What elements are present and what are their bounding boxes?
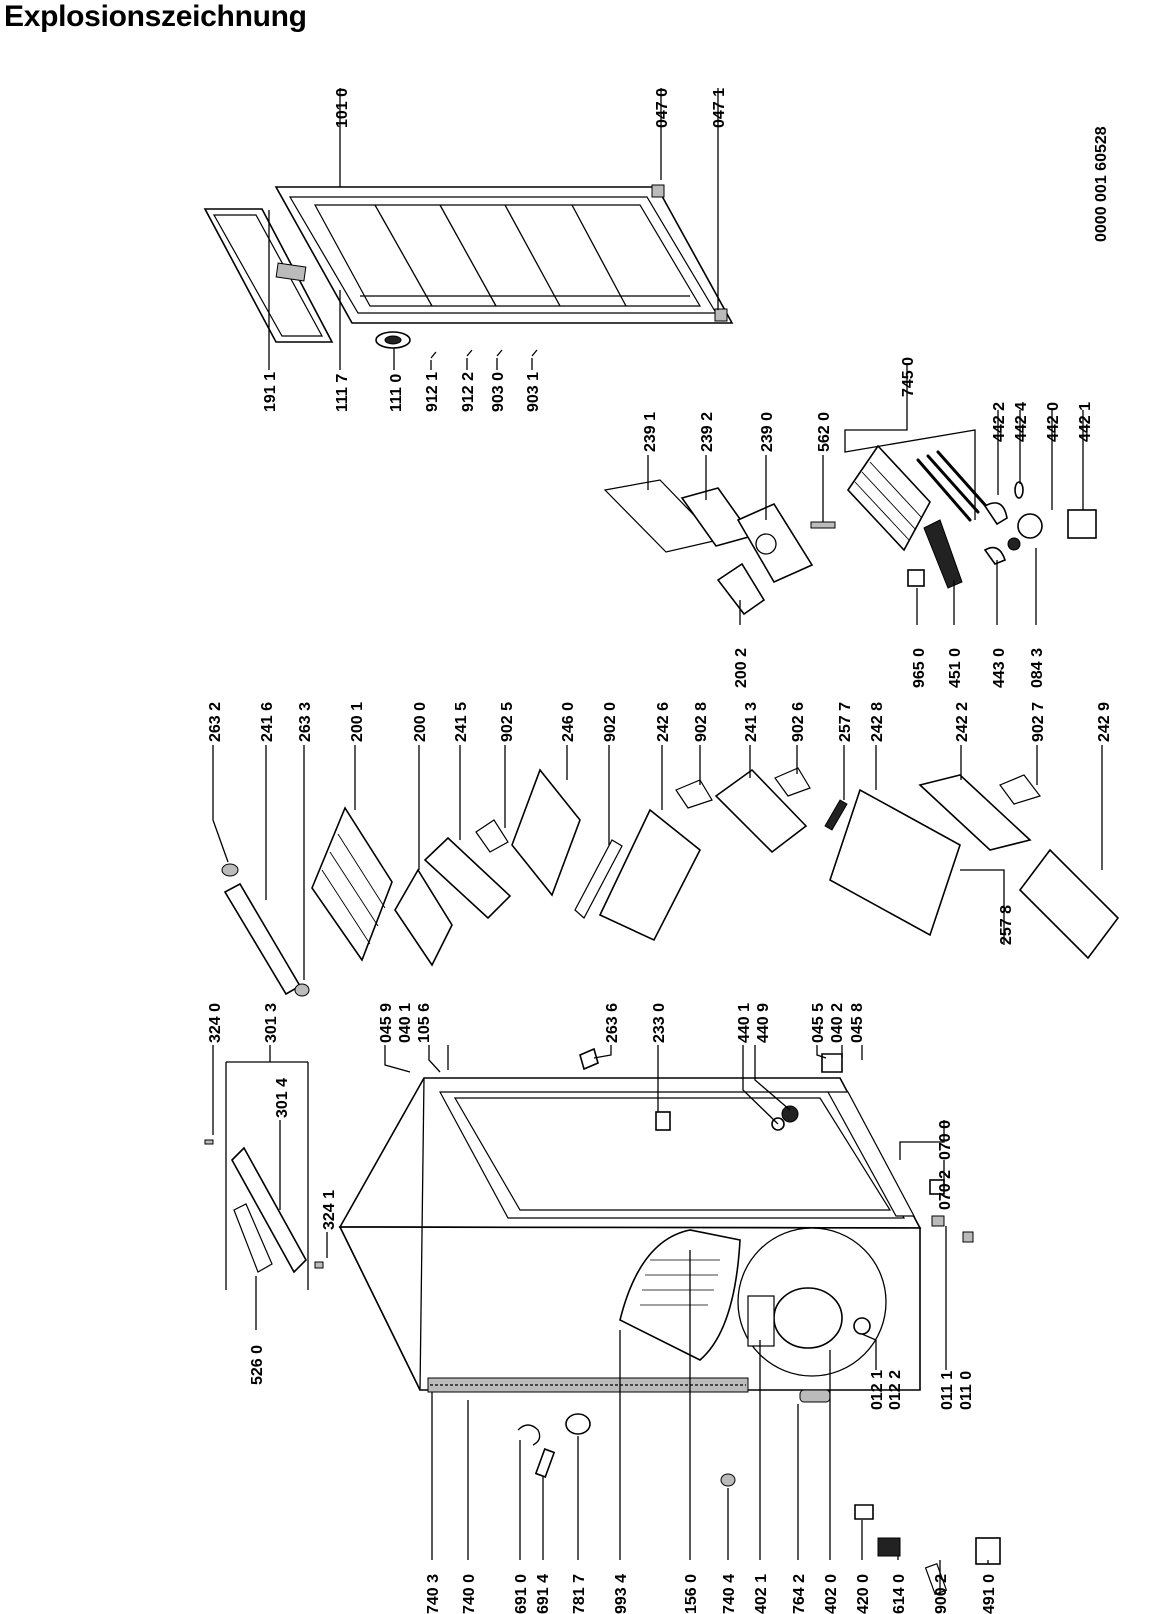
part-label-239-0: 239 0: [759, 412, 776, 452]
part-label-011-1: 011 1: [939, 1371, 956, 1410]
part-label-324-1: 324 1: [321, 1190, 338, 1230]
part-label-442-0: 442 0: [1045, 402, 1062, 442]
part-label-191-1: 191 1: [262, 372, 279, 412]
part-label-740-4: 740 4: [721, 1574, 738, 1614]
part-label-301-3: 301 3: [263, 1003, 280, 1043]
part-label-562-0: 562 0: [816, 412, 833, 452]
part-label-257-8: 257 8: [998, 905, 1015, 945]
part-label-740-3: 740 3: [425, 1574, 442, 1614]
part-label-012-1: 012 1: [869, 1370, 886, 1410]
part-label-047-0: 047 0: [654, 88, 671, 128]
part-label-912-1: 912 1: [424, 372, 441, 412]
part-label-111-0: 111 0: [388, 374, 405, 412]
document-number: 0000 001 60528: [1093, 126, 1110, 242]
part-label-402-0: 402 0: [823, 1574, 840, 1614]
part-label-242-9: 242 9: [1096, 702, 1113, 742]
evaporator-fan-assembly: [603, 444, 1097, 616]
part-label-241-6: 241 6: [259, 702, 276, 742]
part-label-263-3: 263 3: [297, 702, 314, 742]
part-label-045-9: 045 9: [378, 1003, 395, 1043]
part-label-084-3: 084 3: [1029, 648, 1046, 688]
leader-lines: [212, 88, 1103, 1594]
part-label-691-0: 691 0: [513, 1574, 530, 1614]
part-label-440-9: 440 9: [755, 1003, 772, 1043]
part-label-242-6: 242 6: [655, 702, 672, 742]
part-label-242-2: 242 2: [954, 702, 971, 742]
part-label-764-2: 764 2: [791, 1574, 808, 1614]
part-label-402-1: 402 1: [753, 1574, 770, 1614]
part-label-691-4: 691 4: [535, 1574, 552, 1614]
part-label-442-2: 442 2: [991, 402, 1008, 442]
part-label-443-0: 443 0: [991, 648, 1008, 688]
part-label-241-3: 241 3: [743, 702, 760, 742]
part-label-045-5: 045 5: [810, 1003, 827, 1043]
part-label-263-2: 263 2: [207, 702, 224, 742]
part-label-420-0: 420 0: [855, 1574, 872, 1614]
part-label-526-0: 526 0: [249, 1345, 266, 1385]
part-label-614-0: 614 0: [891, 1574, 908, 1614]
part-label-491-0: 491 0: [981, 1574, 998, 1614]
part-label-442-4: 442 4: [1013, 402, 1030, 442]
part-label-301-4: 301 4: [274, 1078, 291, 1118]
part-label-903-1: 903 1: [525, 372, 542, 412]
part-label-451-0: 451 0: [947, 648, 964, 688]
part-label-040-2: 040 2: [829, 1003, 846, 1043]
part-label-740-0: 740 0: [461, 1574, 478, 1614]
part-label-440-1: 440 1: [736, 1003, 753, 1043]
part-label-070-2: 070 2: [937, 1170, 954, 1210]
part-label-902-0: 902 0: [602, 702, 619, 742]
part-label-902-8: 902 8: [693, 702, 710, 742]
part-label-012-2: 012 2: [887, 1370, 904, 1410]
part-label-200-0: 200 0: [412, 702, 429, 742]
part-label-070-0: 070 0: [937, 1120, 954, 1160]
part-label-233-0: 233 0: [651, 1003, 668, 1043]
part-label-745-0: 745 0: [900, 357, 917, 397]
part-label-239-1: 239 1: [642, 412, 659, 452]
part-label-263-6: 263 6: [604, 1003, 621, 1043]
part-label-011-0: 011 0: [958, 1371, 975, 1410]
part-label-200-2: 200 2: [733, 648, 750, 688]
part-label-101-0: 101 0: [334, 88, 351, 128]
door-assembly: [203, 184, 734, 359]
part-label-903-0: 903 0: [490, 372, 507, 412]
part-label-900-2: 900 2: [933, 1574, 950, 1614]
part-label-239-2: 239 2: [699, 412, 716, 452]
part-label-902-7: 902 7: [1030, 702, 1047, 742]
part-label-200-1: 200 1: [349, 702, 366, 742]
part-label-242-8: 242 8: [869, 702, 886, 742]
part-labels: 101 0 047 0 047 1 191 1 111 7 111 0 912 1 912 2…: [207, 88, 1113, 1614]
part-label-965-0: 965 0: [911, 648, 928, 688]
part-label-111-7: 111 7: [334, 374, 351, 412]
part-label-902-5: 902 5: [499, 702, 516, 742]
cabinet-body: [204, 1047, 1001, 1595]
page-title: Explosionszeichnung: [4, 0, 307, 33]
part-label-246-0: 246 0: [560, 702, 577, 742]
part-label-912-2: 912 2: [460, 372, 477, 412]
part-label-040-1: 040 1: [397, 1003, 414, 1043]
part-label-047-1: 047 1: [711, 88, 728, 128]
part-label-781-7: 781 7: [571, 1574, 588, 1614]
part-label-241-5: 241 5: [453, 702, 470, 742]
part-label-993-4: 993 4: [613, 1574, 630, 1614]
part-label-442-1: 442 1: [1077, 402, 1094, 442]
part-label-257-7: 257 7: [837, 702, 854, 742]
part-label-902-6: 902 6: [790, 702, 807, 742]
part-label-045-8: 045 8: [849, 1003, 866, 1043]
shelves-drawers: [221, 767, 1120, 997]
part-label-324-0: 324 0: [207, 1003, 224, 1043]
part-label-156-0: 156 0: [683, 1574, 700, 1614]
part-label-105-6: 105 6: [416, 1003, 433, 1043]
